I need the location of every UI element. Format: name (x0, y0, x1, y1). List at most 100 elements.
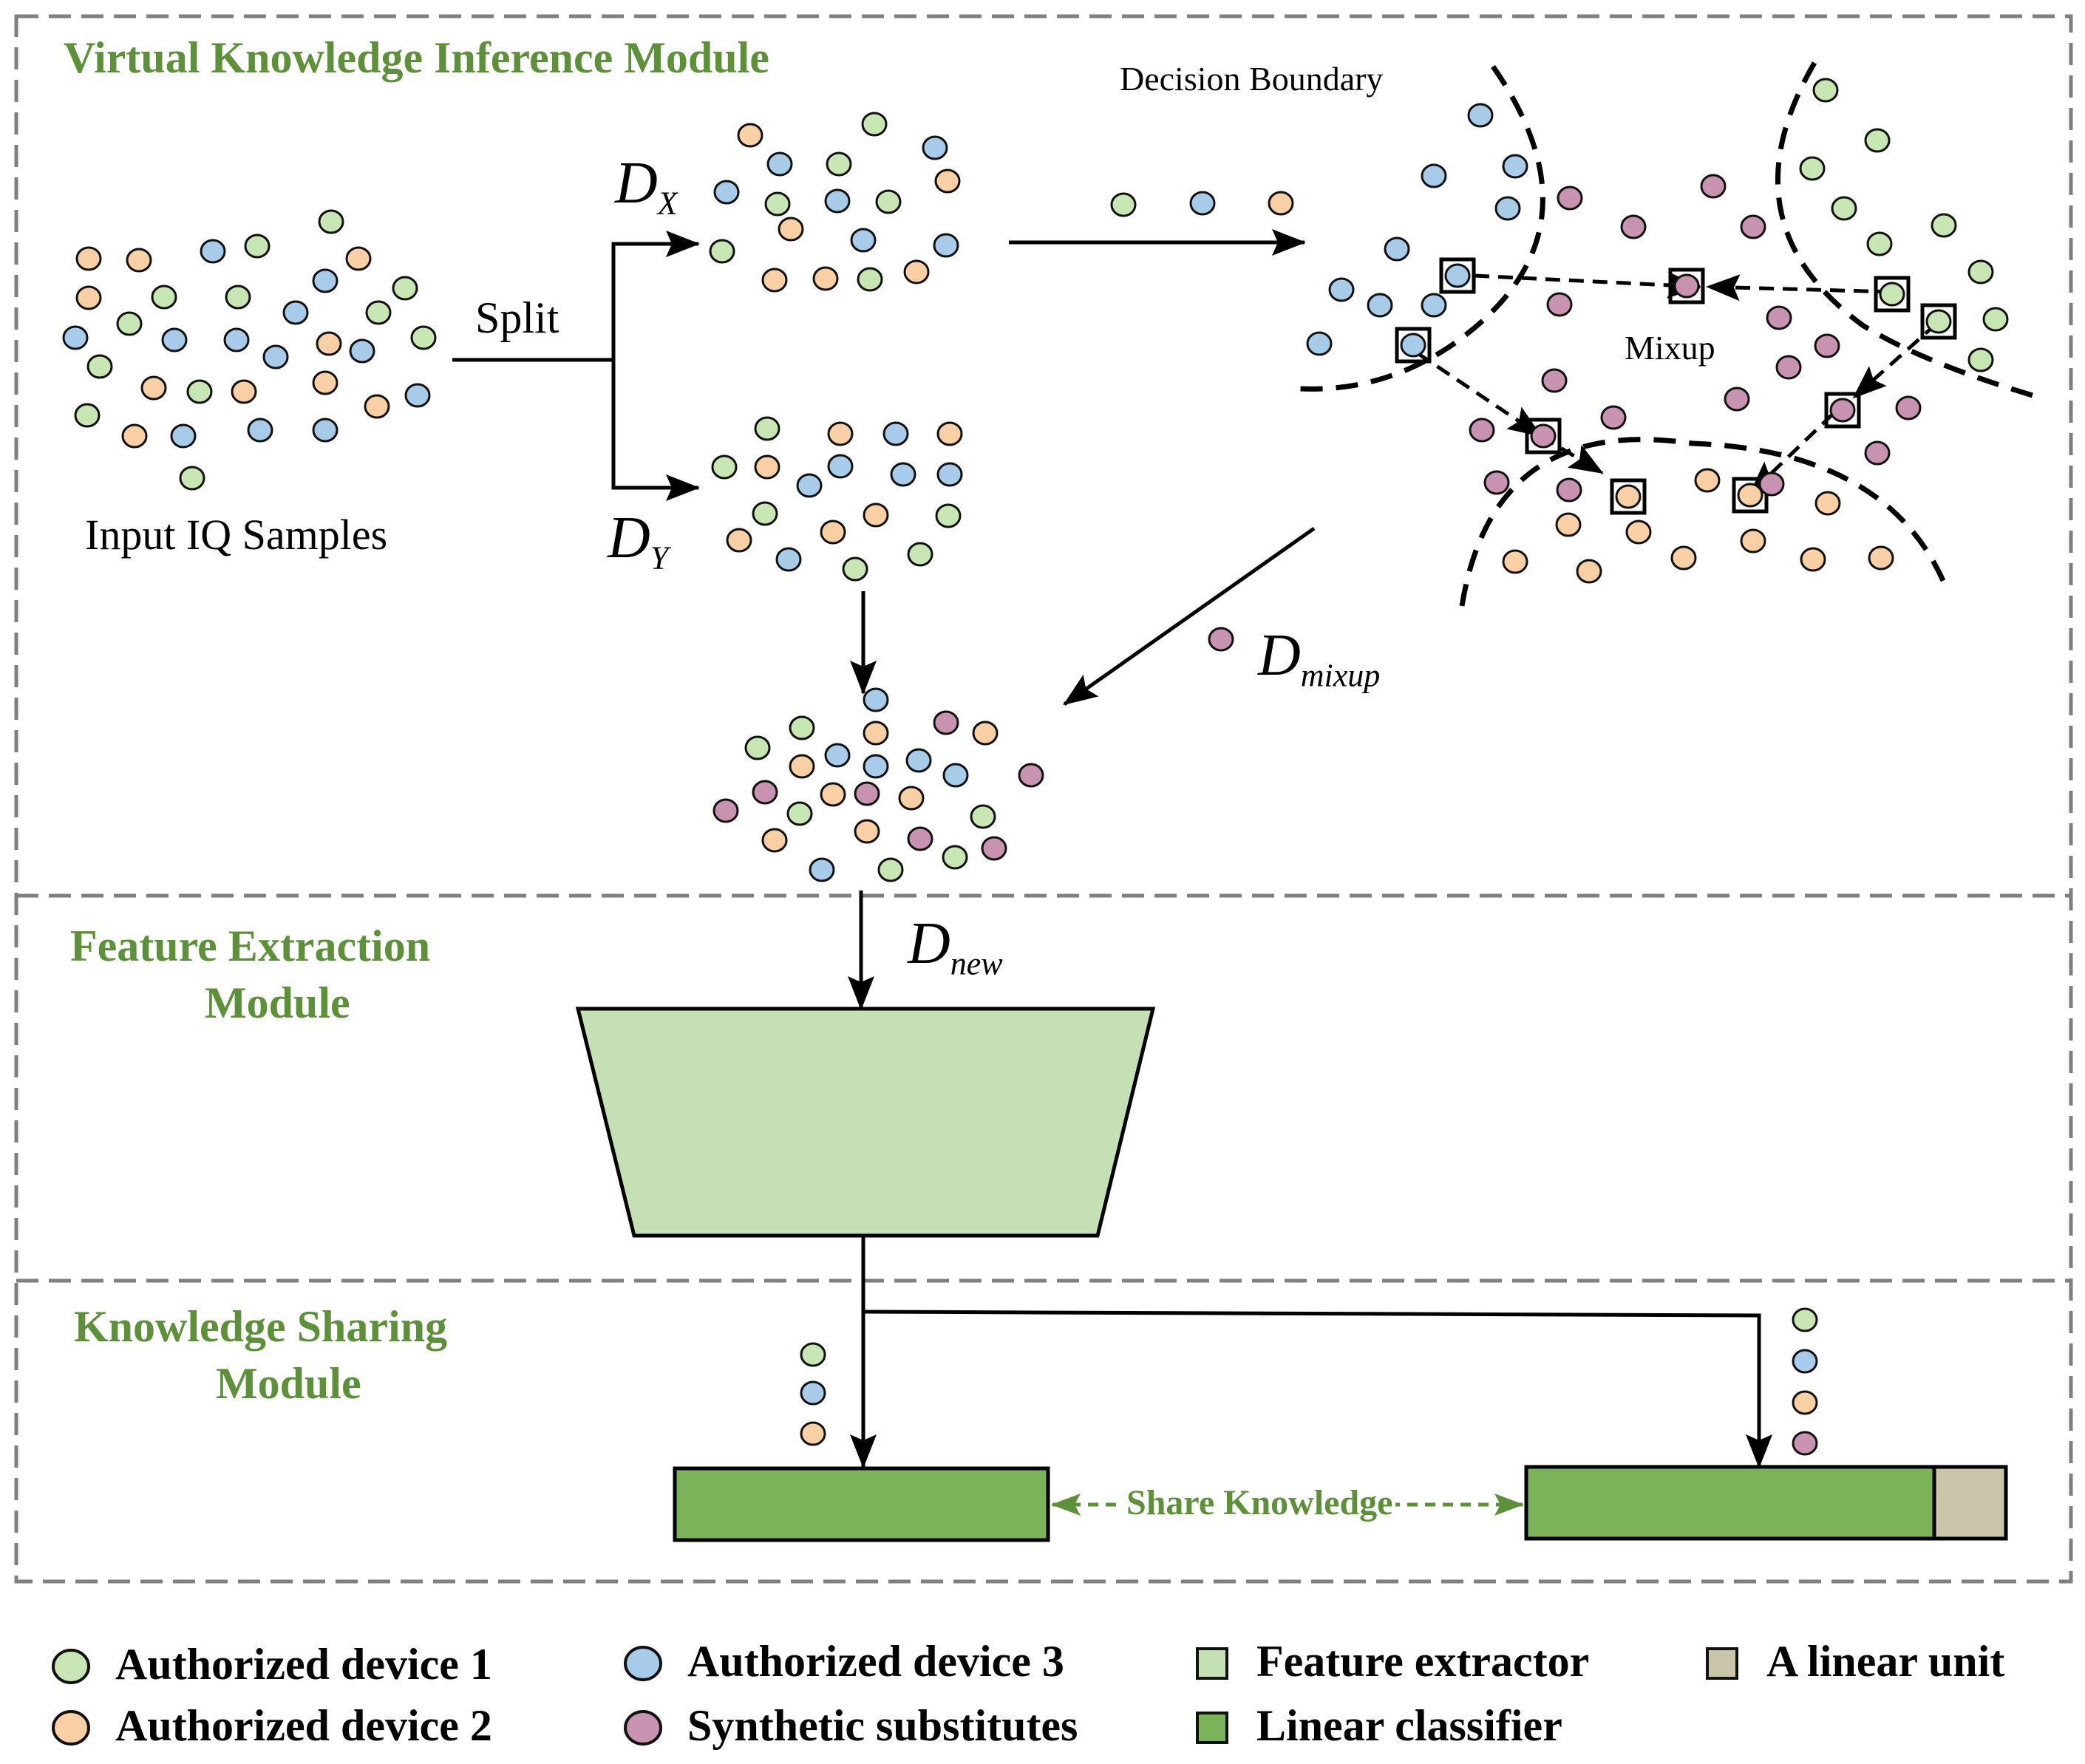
sample-dot (854, 819, 880, 844)
sample-dot (1556, 477, 1582, 503)
sample-dot (907, 542, 933, 567)
decision-boundary-label: Decision Boundary (1120, 60, 1384, 98)
sample-dot (1328, 277, 1355, 302)
sample-dot (1494, 196, 1521, 221)
sample-dot (796, 473, 823, 498)
sample-dot (970, 804, 996, 829)
sample-dot (1541, 368, 1568, 393)
sample-dot (247, 418, 273, 443)
fem-title-line1: Feature Extraction (70, 922, 431, 970)
sample-dot (349, 338, 375, 364)
sample-dot (1792, 1349, 1818, 1374)
sample-dot (935, 503, 962, 528)
sample-dot (726, 528, 752, 553)
sample-dot (1600, 405, 1627, 430)
sample-dot (116, 311, 143, 336)
sample-dot (74, 403, 101, 428)
sample-dot (903, 259, 930, 285)
sample-dot (812, 266, 839, 291)
sample-dot (1620, 214, 1647, 239)
legend-label: A linear unit (1766, 1637, 2005, 1686)
section-borders (14, 14, 2073, 1584)
sample-dot (1268, 191, 1294, 216)
sample-dot (827, 454, 854, 479)
mixup-highlight-box (1874, 276, 1911, 313)
sample-dot (1931, 213, 1957, 238)
ksm-title-line2: Module (216, 1359, 361, 1408)
sample-dot (1189, 191, 1216, 216)
sample-dot (1792, 1431, 1818, 1456)
split-arrow-to-dx (611, 231, 700, 360)
sample-dot (1469, 418, 1495, 443)
decision-boundary-left (1289, 65, 1545, 392)
mixup-highlight-boxes (1395, 257, 1957, 515)
sample-dot (875, 189, 902, 214)
flow-arrows (452, 229, 1772, 1468)
sample-dot (1502, 154, 1528, 179)
sample-dot (1967, 259, 1994, 285)
linear-classifier-left (673, 1466, 1050, 1542)
sample-dot (1384, 236, 1410, 262)
legend-circle-icon (52, 1649, 90, 1684)
sample-dots (62, 78, 2009, 1456)
sample-dot (936, 421, 963, 446)
sample-dot (854, 781, 880, 806)
sample-dot (863, 721, 889, 746)
sample-dot (1694, 468, 1721, 493)
sample-dot (800, 1421, 826, 1446)
sample-dot (1800, 547, 1826, 572)
sample-dot (877, 857, 904, 882)
sample-dot (824, 188, 851, 214)
sample-dot (312, 268, 339, 293)
sample-dot (1792, 1390, 1818, 1415)
mixup-highlight-box (1610, 478, 1647, 515)
sample-dot (1700, 174, 1727, 199)
sample-dot (404, 383, 431, 408)
dnew-label: Dnew (908, 911, 1003, 982)
sample-dot (775, 547, 802, 572)
sample-dot (1866, 231, 1893, 256)
sample-dot (863, 687, 889, 712)
legend-label: Authorized device 3 (687, 1637, 1064, 1686)
sample-dot (318, 209, 344, 234)
sample-dot (1576, 559, 1602, 584)
sample-dot (861, 112, 888, 137)
sample-dot (942, 845, 968, 870)
sample-dot (1555, 512, 1582, 537)
sample-dot (161, 327, 188, 353)
sample-dot (1740, 214, 1766, 239)
sample-dot (824, 743, 851, 768)
mixup-highlight-box (1824, 392, 1861, 429)
sample-dot (809, 857, 835, 882)
sample-dot (786, 801, 813, 826)
legend-circle-icon (624, 1710, 662, 1746)
outer-dashed-border (14, 14, 2073, 1584)
sample-dot (121, 423, 148, 449)
sample-dot (761, 268, 788, 293)
sample-dot (231, 379, 257, 404)
sample-dot (1724, 386, 1750, 412)
sample-dot (1792, 1307, 1818, 1332)
sample-dot (842, 556, 868, 582)
sample-dot (1758, 471, 1785, 497)
sample-dot (1829, 398, 1856, 423)
sample-dot (709, 239, 735, 264)
legend-square-icon (1706, 1647, 1738, 1680)
vkim-title: Virtual Knowledge Inference Module (64, 33, 769, 82)
sample-dot (905, 748, 932, 773)
sample-dot (711, 454, 738, 480)
mixup-highlight-box (1525, 418, 1562, 454)
sample-dot (1831, 196, 1857, 221)
sample-dot (312, 418, 339, 443)
sample-dot (225, 285, 251, 310)
sample-dot (170, 423, 197, 449)
sample-dot (761, 828, 788, 853)
sample-dot (75, 285, 102, 310)
dy-label: DY (608, 505, 669, 576)
mixup-highlight-box (1395, 327, 1432, 364)
sample-dot (1400, 333, 1426, 358)
sample-dot (800, 1380, 826, 1406)
sample-dot (1925, 309, 1952, 334)
sample-dot (1868, 545, 1894, 571)
